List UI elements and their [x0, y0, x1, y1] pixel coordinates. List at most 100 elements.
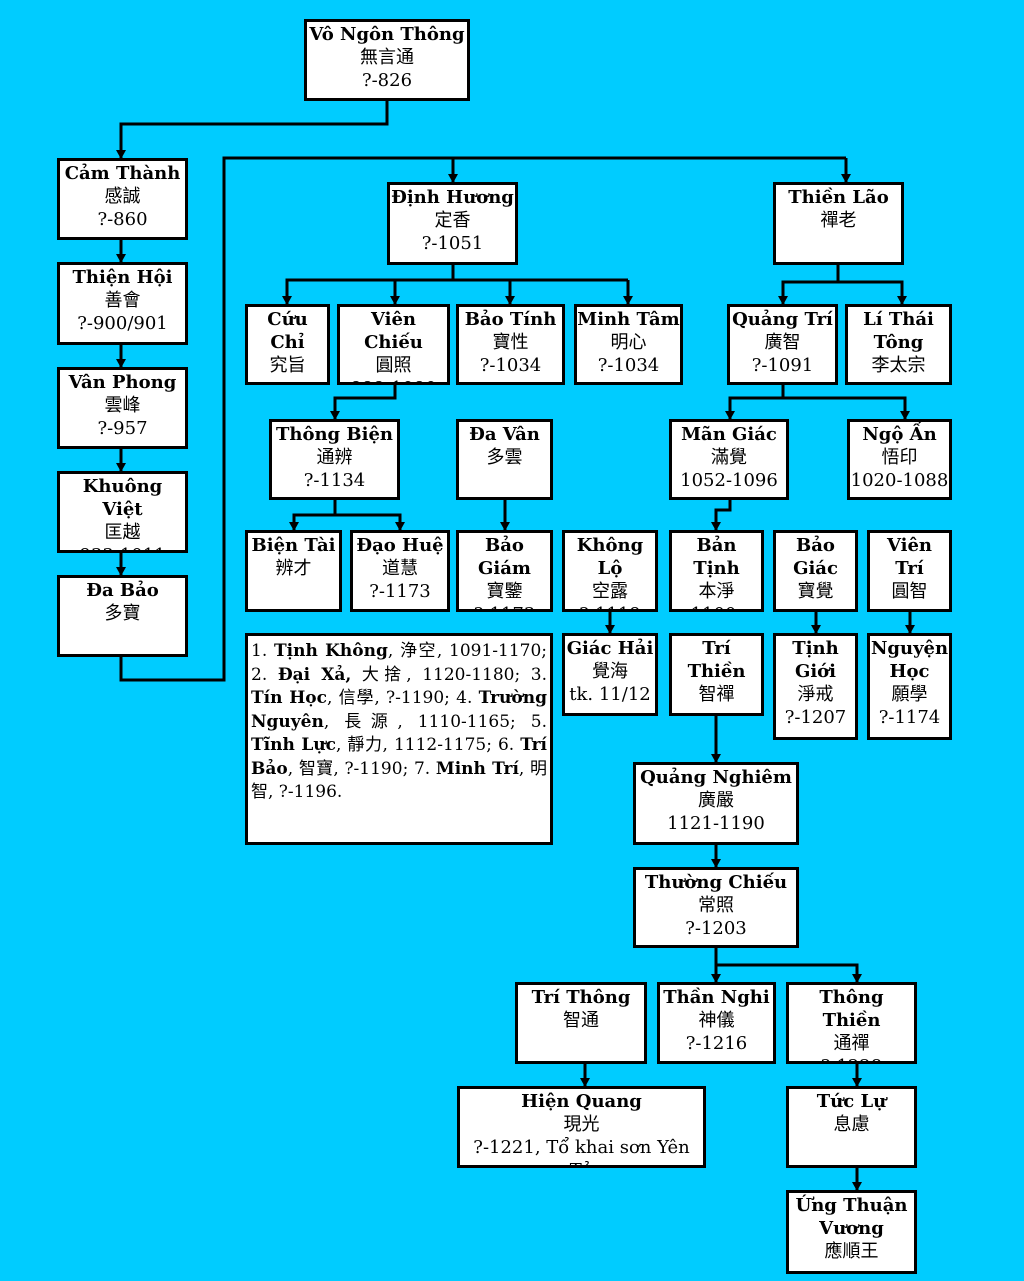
node-dates: ?-957: [97, 418, 148, 439]
node-chinese: 現光: [563, 1114, 600, 1135]
node-name: Đa Vân: [469, 424, 540, 445]
node-name: Đa Bảo: [86, 580, 159, 601]
node-dates: ?-1173: [369, 581, 431, 602]
node-name: Mãn Giác: [681, 424, 777, 445]
node-name: Không Lộ: [576, 535, 644, 579]
node-name: Tức Lự: [816, 1091, 887, 1112]
node-chinese: 智通: [563, 1010, 599, 1031]
node-chinese: 禪老: [820, 210, 857, 231]
node-name: Vô Ngôn Thông: [309, 24, 465, 45]
node-name: Nguyện Học: [870, 638, 949, 682]
node-name: Giác Hải: [566, 638, 654, 659]
node-name: Cảm Thành: [64, 163, 181, 184]
node-dates: 1020-1088: [850, 470, 949, 491]
node-name: Bản Tịnh: [693, 535, 740, 579]
node-dates: 999-1090: [340, 377, 447, 382]
node-dates: ?-1091: [751, 355, 814, 376]
node-chinese: 空露: [592, 581, 628, 602]
node-name: Ngộ Ấn: [862, 424, 937, 445]
node-dates: ?-1216: [685, 1033, 748, 1054]
node-name: Ứng Thuận Vương: [795, 1195, 908, 1239]
node-chinese: 應順王: [824, 1241, 879, 1262]
node-name: Tịnh Giới: [792, 638, 839, 682]
node-chinese: 究旨: [269, 355, 306, 376]
node-chinese: 淨戒: [797, 684, 834, 705]
node-dates: ?-1051: [421, 233, 484, 254]
node-dates: ?-860: [97, 209, 148, 230]
node-chinese: 廣嚴: [698, 790, 734, 811]
node-chinese: 多寶: [104, 603, 141, 624]
node-dates: 933-1011: [60, 544, 185, 550]
node-chinese: 神儀: [698, 1010, 735, 1031]
node-name: Quảng Nghiêm: [640, 767, 792, 788]
node-name: Trí Thông: [531, 987, 631, 1008]
disciples-note: 1. Tịnh Không, 浄空, 1091-1170; 2. Đại Xả,…: [245, 633, 553, 845]
node-chinese: 常照: [698, 895, 734, 916]
node-name: Hiện Quang: [521, 1091, 642, 1112]
node-chinese: 覺海: [592, 661, 628, 682]
node-chinese: 寶性: [492, 332, 529, 353]
node-dates: ?-1119: [565, 603, 655, 609]
node-name: Cứu Chỉ: [267, 309, 308, 353]
node-name: Trí Thiền: [687, 638, 746, 682]
node-chinese: 道慧: [382, 558, 418, 579]
node-chinese: 願學: [891, 684, 928, 705]
node-name: Lí Thái Tông: [863, 309, 934, 353]
node-dates: ?-1034: [597, 355, 660, 376]
node-chinese: 感誠: [104, 186, 141, 207]
node-chinese: 雲峰: [104, 395, 141, 416]
node-name: Thường Chiếu: [644, 872, 788, 893]
node-dates: ?-1034: [479, 355, 542, 376]
node-chinese: 定香: [434, 210, 471, 231]
node-name: Thông Thiền: [819, 987, 884, 1031]
node-dates: 1121-1190: [667, 813, 765, 834]
node-name: Bảo Giác: [793, 535, 838, 579]
node-chinese: 匡越: [104, 522, 141, 543]
node-dates: 1100-1176: [672, 603, 761, 609]
node-chinese: 辨才: [275, 558, 312, 579]
node-name: Vân Phong: [68, 372, 177, 393]
node-chinese: 本淨: [698, 581, 735, 602]
node-ban-tinh: Bản Tịnh本淨1100-1176: [669, 530, 764, 612]
node-dates: tk. 11/12: [569, 684, 651, 705]
node-dates: ?-1174: [878, 707, 941, 728]
node-name: Biện Tài: [251, 535, 336, 556]
node-chinese: 明心: [610, 332, 647, 353]
node-name: Thần Nghi: [663, 987, 770, 1008]
node-chinese: 滿覺: [711, 447, 747, 468]
node-name: Viên Chiếu: [364, 309, 423, 353]
node-vien-chieu: Viên Chiếu圓照999-1090: [337, 304, 450, 385]
node-dates: ?-900/901: [77, 313, 168, 334]
node-chinese: 悟印: [881, 447, 918, 468]
node-chinese: 通辨: [316, 447, 353, 468]
node-khuong-viet: Khuông Việt匡越933-1011: [57, 471, 188, 553]
node-dates: 1052-1096: [680, 470, 778, 491]
node-name: Thiền Lão: [788, 187, 889, 208]
node-name: Khuông Việt: [82, 476, 163, 520]
